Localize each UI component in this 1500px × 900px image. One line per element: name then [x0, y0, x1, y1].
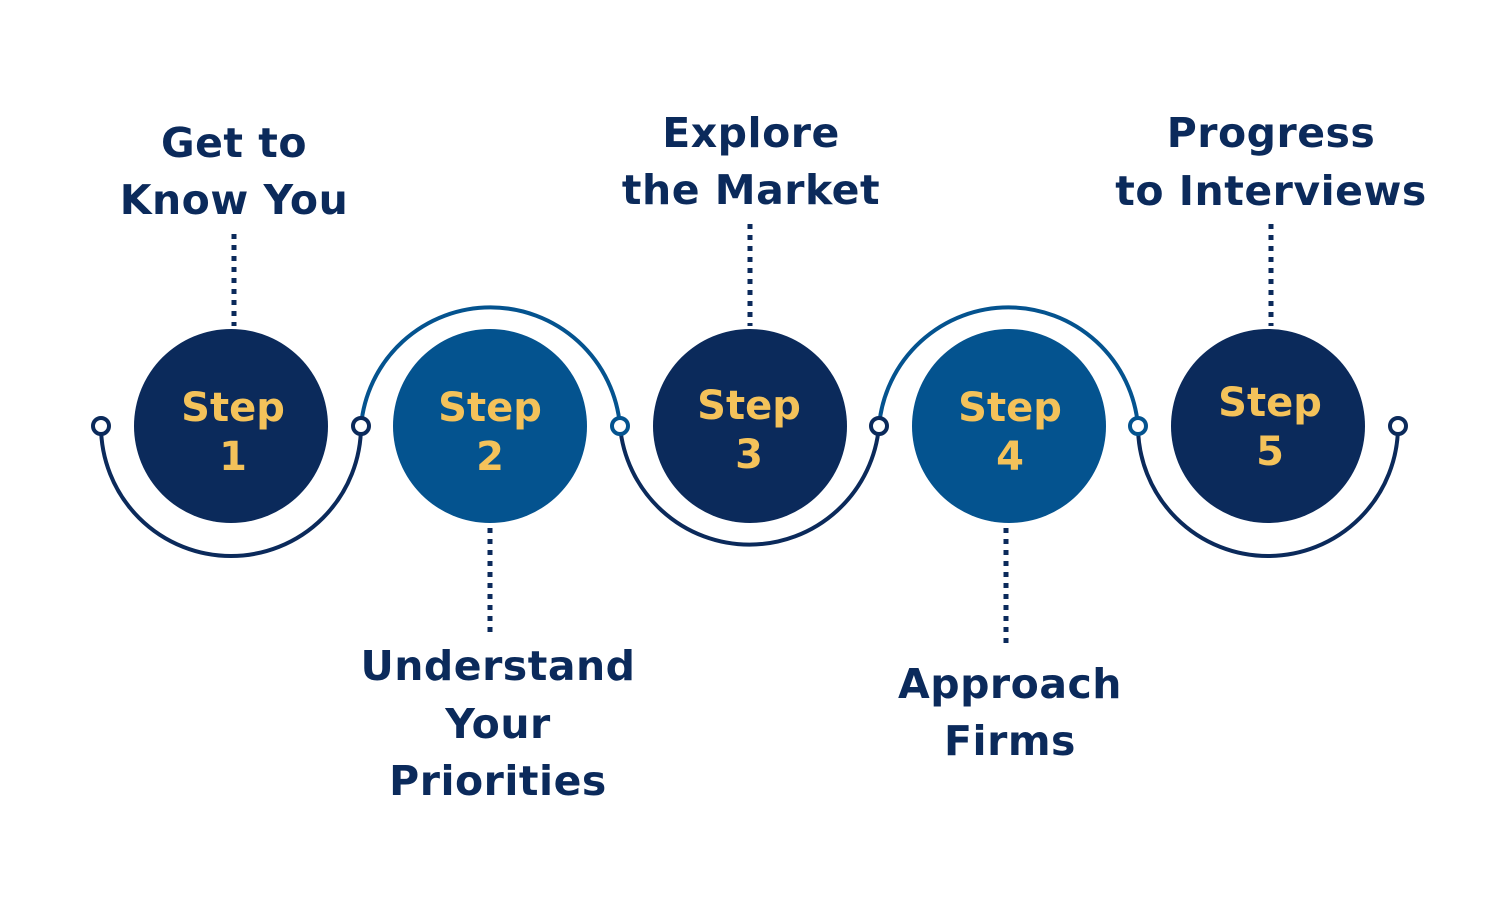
step-word-1: Step: [181, 385, 285, 431]
step-label-5-line-2: to Interviews: [1115, 167, 1426, 215]
arc-step-2: [359, 305, 622, 427]
connector-node-5: [1128, 416, 1148, 436]
arc-step-1: [99, 425, 363, 558]
step-circle-3: [653, 329, 847, 523]
step-number-2: 2: [476, 434, 504, 480]
connector-node-6: [1388, 416, 1408, 436]
connector-wave: [99, 305, 1400, 558]
step-label-4-line-1: Approach: [898, 660, 1122, 708]
step-word-5: Step: [1218, 380, 1322, 426]
step-circle-2: [393, 329, 587, 523]
step-word-3: Step: [697, 383, 801, 429]
connector-node-4: [869, 416, 889, 436]
arc-step-4: [877, 305, 1140, 427]
step-label-3-line-2: the Market: [622, 166, 880, 214]
connector-node-2: [351, 416, 371, 436]
step-circles: [134, 329, 1365, 523]
arc-step-3: [618, 425, 881, 547]
step-labels: Get to Know You Understand Your Prioriti…: [120, 109, 1427, 805]
connector-node-3: [610, 416, 630, 436]
connector-node-1: [91, 416, 111, 436]
step-label-5-line-1: Progress: [1167, 109, 1376, 157]
step-number-1: 1: [219, 434, 247, 480]
connector-nodes: [91, 416, 1408, 436]
step-word-2: Step: [438, 385, 542, 431]
step-circle-5: [1171, 329, 1365, 523]
step-label-2-line-1: Understand: [360, 642, 635, 690]
step-label-1-line-2: Know You: [120, 176, 349, 224]
step-texts: Step 1 Step 2 Step 3 Step 4 Step 5: [181, 380, 1322, 480]
arc-step-5: [1136, 425, 1400, 558]
step-number-3: 3: [735, 432, 763, 478]
step-label-1-line-1: Get to: [161, 119, 307, 167]
step-circle-4: [912, 329, 1106, 523]
step-number-4: 4: [996, 434, 1024, 480]
step-circle-1: [134, 329, 328, 523]
leader-lines: [231, 224, 1274, 644]
step-label-2-line-2: Your: [444, 700, 551, 748]
step-word-4: Step: [958, 385, 1062, 431]
step-label-3-line-1: Explore: [662, 109, 840, 157]
step-label-2-line-3: Priorities: [389, 757, 607, 805]
step-label-4-line-2: Firms: [944, 717, 1076, 765]
step-number-5: 5: [1256, 429, 1284, 475]
